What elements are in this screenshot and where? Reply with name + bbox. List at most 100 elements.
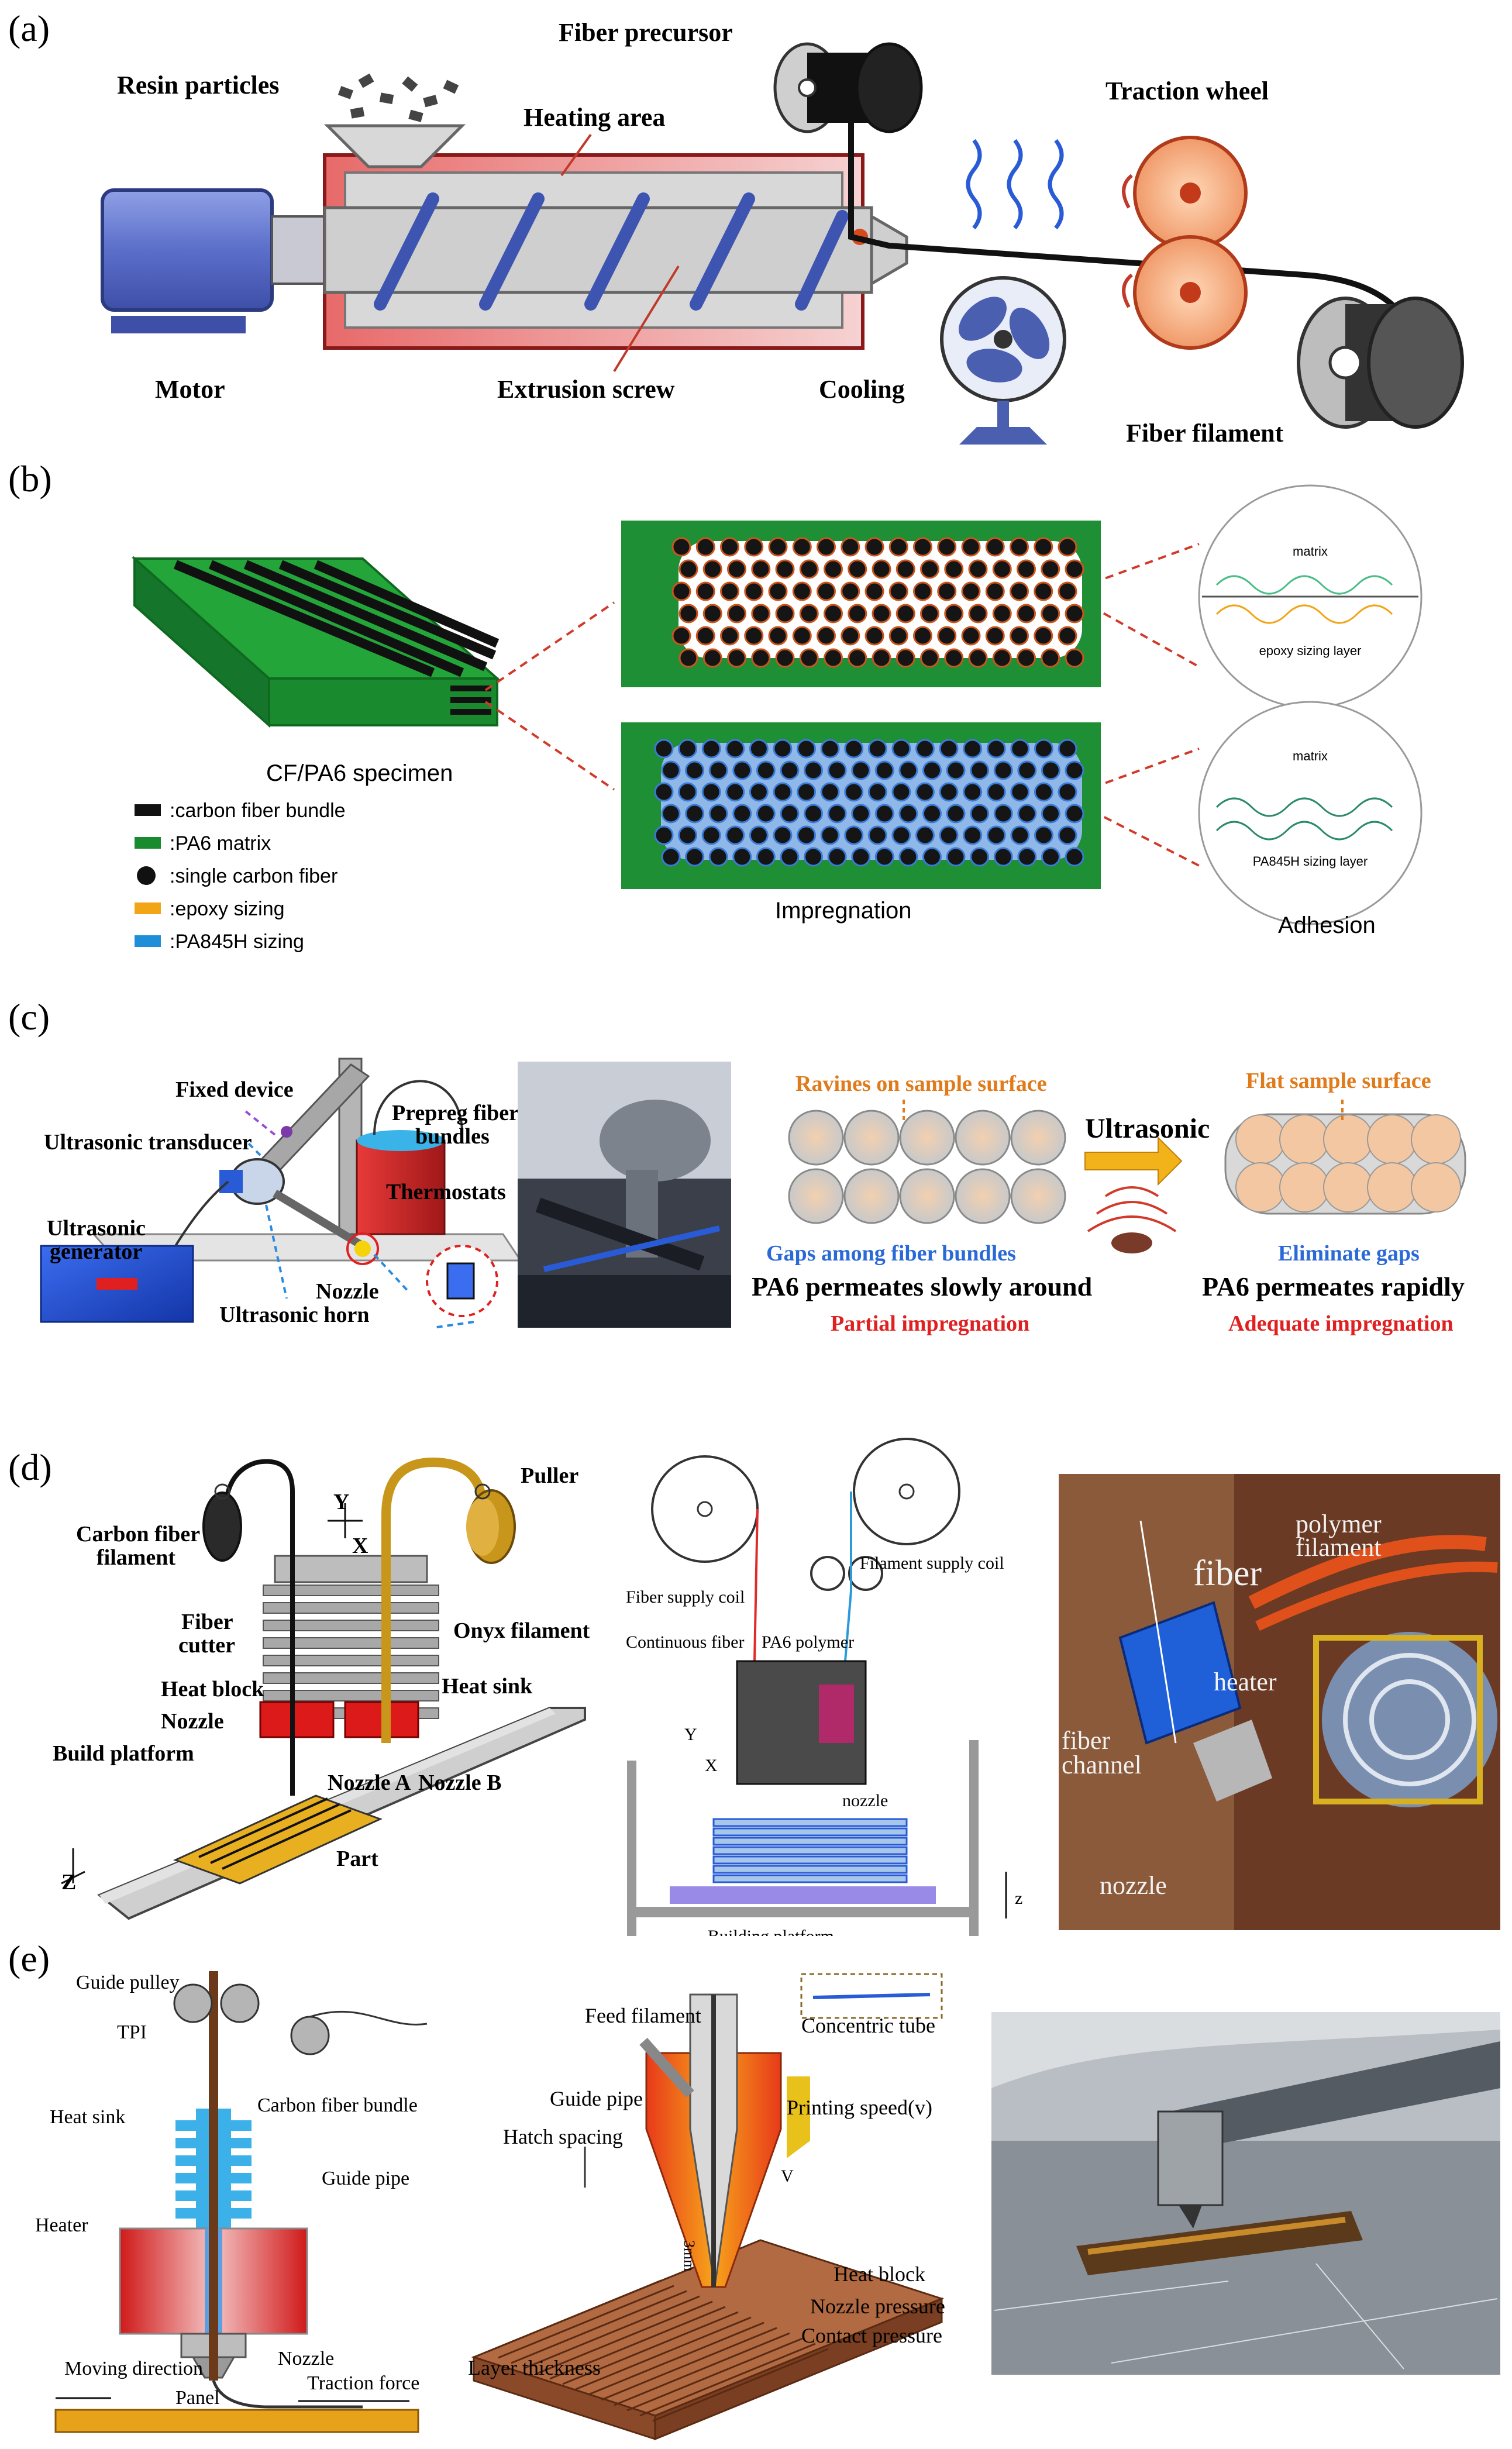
fiber-bundle (1323, 1162, 1373, 1213)
guide-pipe-label: Guide pipe (322, 2168, 409, 2189)
heat-block-label: Heat block (834, 2262, 925, 2286)
carbon-fiber-dot (756, 760, 776, 780)
carbon-fiber-dot (1010, 739, 1030, 759)
cooling-fan (940, 276, 1066, 445)
carbon-fiber-dot (725, 782, 745, 802)
fiber-bundle (899, 1168, 955, 1224)
z-axis-label: Z (61, 1870, 76, 1895)
y-axis-label: Y (333, 1490, 349, 1514)
carbon-fiber-dot (678, 648, 698, 668)
carbon-fiber-dot (773, 782, 793, 802)
carbon-fiber-dot (874, 847, 894, 867)
carbon-fiber-dot (727, 559, 746, 579)
nozzle-left-label: Nozzle (161, 1709, 224, 1734)
build-platform-label: Build platform (53, 1741, 194, 1766)
hatch-line (652, 2348, 829, 2422)
hatch-line (498, 2285, 674, 2359)
carbon-fiber-dot (775, 604, 795, 624)
traction-wheels (1122, 136, 1248, 350)
carbon-fiber-dot (1017, 760, 1037, 780)
guide-pulley-label: Guide pulley (76, 1972, 180, 1993)
carbon-fiber-dot (920, 604, 939, 624)
printed-layer (712, 1837, 908, 1846)
panel-b-diagram: (b) CF/PA6 specimen Impregnation (8, 458, 1423, 953)
carbon-fiber-dot (891, 825, 911, 845)
fiber-filament-spool (1297, 297, 1464, 429)
carbon-fiber-dot (939, 825, 959, 845)
carbon-fiber-dot (888, 537, 908, 557)
hatch-line (575, 2316, 752, 2391)
carbon-fiber-dot (939, 739, 959, 759)
carbon-fiber-dot (1065, 604, 1084, 624)
carbon-fiber-dot (702, 604, 722, 624)
carbon-fiber-dot (817, 626, 836, 646)
carbon-fiber-dot (654, 825, 674, 845)
carbon-fiber-dot (797, 782, 817, 802)
carbon-fiber-dot (985, 537, 1005, 557)
carbon-fiber-dot (1041, 847, 1060, 867)
carbon-fiber-dot (827, 804, 847, 824)
carbon-fiber-dot (708, 847, 728, 867)
carbon-fiber-dot (867, 739, 887, 759)
carbon-fiber-dot (944, 559, 964, 579)
carbon-fiber-dot (993, 804, 1013, 824)
bat-icon (1111, 1232, 1152, 1253)
printing-photo (991, 2012, 1500, 2375)
impregnation-caption: Impregnation (775, 898, 911, 924)
carbon-fiber-dot (867, 825, 887, 845)
carbon-fiber-dot (820, 739, 840, 759)
fiber-bundle (843, 1110, 900, 1166)
fiber-bundle (899, 1110, 955, 1166)
carbon-fiber-dot (865, 626, 884, 646)
extrusion-screw-shape (374, 192, 849, 311)
carbon-fiber-dot (773, 739, 793, 759)
carbon-fiber-dot (1058, 782, 1077, 802)
carbon-fiber-dot (749, 739, 769, 759)
hatch-line (523, 2295, 700, 2369)
carbon-fiber-dot (775, 648, 795, 668)
hatch-line (485, 2279, 662, 2354)
carbon-fiber-dot (768, 537, 788, 557)
carbon-fiber-dot (817, 581, 836, 601)
carbon-fiber-dot (888, 581, 908, 601)
flat-surface-label: Flat sample surface (1246, 1069, 1431, 1093)
carbon-fiber-dot (961, 537, 981, 557)
carbon-fiber-dot (1010, 626, 1029, 646)
fixed-device-label: Fixed device (175, 1077, 294, 1102)
legend-label: :epoxy sizing (170, 898, 285, 920)
carbon-fiber-dot (922, 760, 942, 780)
carbon-fiber-dot (654, 782, 674, 802)
legend-swatch (135, 804, 161, 816)
fiber-bundle (1367, 1162, 1417, 1213)
carbon-fiber-dot (898, 847, 918, 867)
carbon-fiber-dot (939, 782, 959, 802)
carbon-fiber-dot (804, 804, 824, 824)
carbon-fiber-dot (701, 825, 721, 845)
hatch-line (588, 2321, 764, 2396)
carbon-fiber-dot (817, 537, 836, 557)
onyx-filament-label: Onyx filament (453, 1618, 590, 1643)
carbon-fiber-dot (1041, 648, 1060, 668)
ultrasonic-horn-label: Ultrasonic horn (219, 1303, 370, 1327)
carbon-fiber-dot (749, 825, 769, 845)
x-axis-label: X (352, 1534, 368, 1558)
printer-head-photo (1059, 1474, 1500, 1930)
ultrasonic-generator-label-2: generator (50, 1239, 142, 1264)
carbon-fiber-dot (970, 847, 990, 867)
carbon-fiber-dot (1041, 604, 1060, 624)
carbon-fiber-dot (678, 604, 698, 624)
carbon-fiber-dot (678, 782, 698, 802)
carbon-fiber-dot (1041, 559, 1060, 579)
carbon-fiber-dot (946, 804, 966, 824)
legend-swatch (135, 837, 161, 849)
legend-swatch (135, 903, 161, 914)
carbon-fiber-dot (841, 537, 860, 557)
fiber-supply-coil-label: Fiber supply coil (626, 1587, 745, 1607)
heating-area-label: Heating area (523, 103, 665, 132)
sound-waves (1087, 1186, 1177, 1232)
panel-c: (c) Fixed device Prepreg fiber bundles U… (0, 994, 1512, 1415)
carbon-fiber-bundle-label: Carbon fiber bundle (257, 2095, 418, 2116)
fiber-bundle (1279, 1114, 1330, 1165)
gaps-label: Gaps among fiber bundles (766, 1241, 1016, 1266)
carbon-fiber-dot (732, 760, 752, 780)
